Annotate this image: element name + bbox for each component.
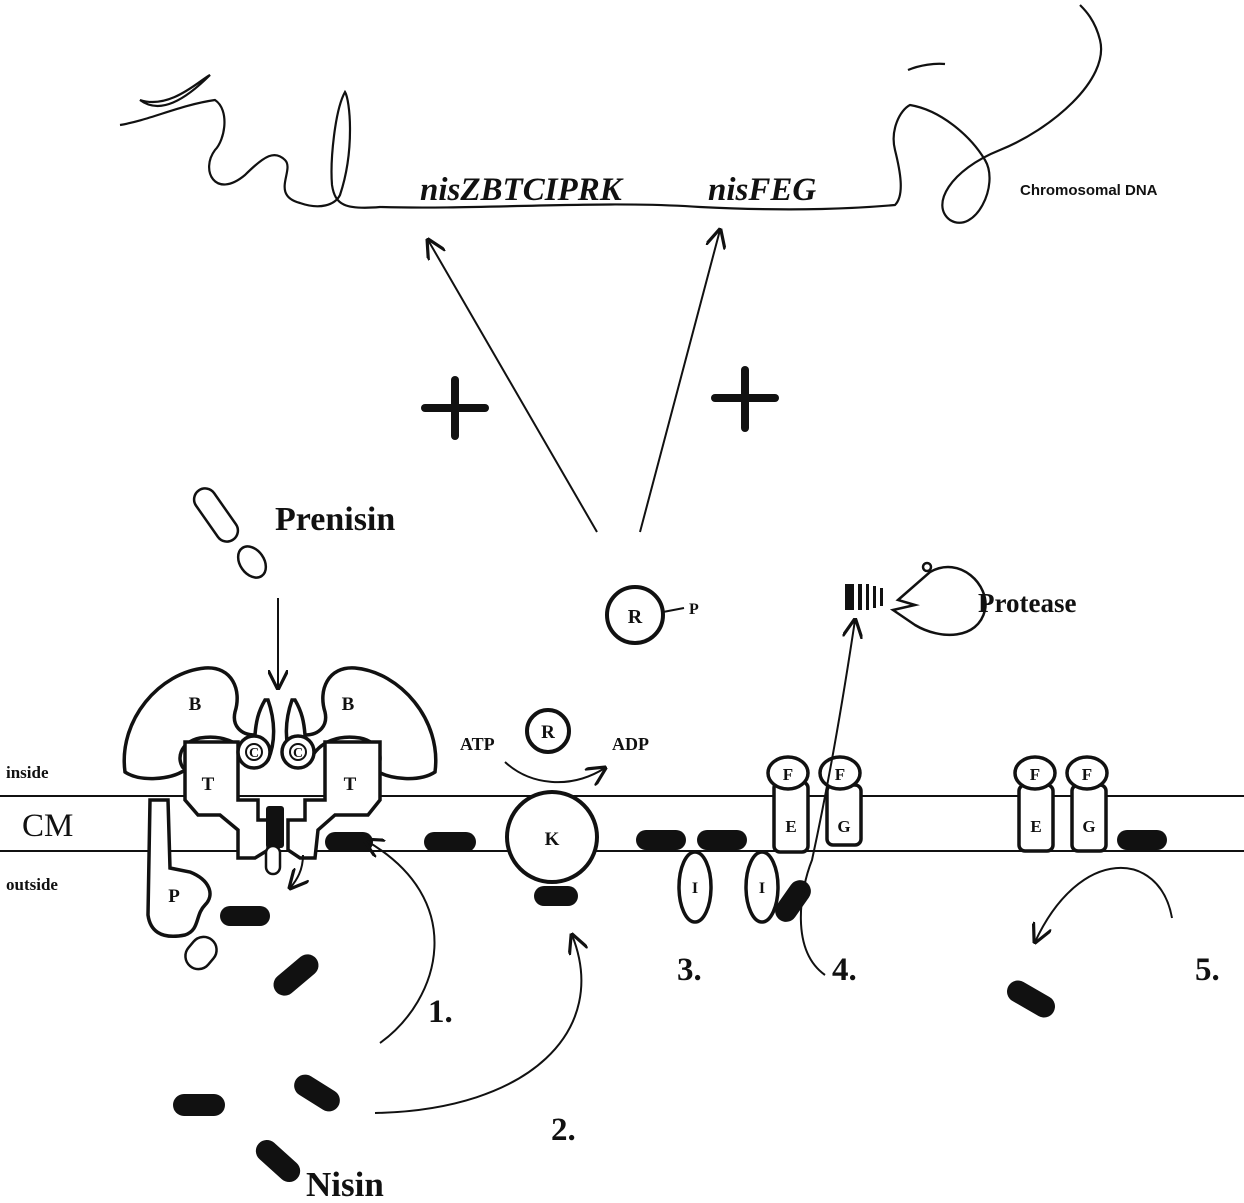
nisk: K bbox=[507, 792, 597, 882]
step-1-arrow bbox=[365, 840, 435, 1043]
svg-text:B: B bbox=[189, 694, 202, 715]
phosphorylation-arrow bbox=[505, 762, 605, 782]
chromosomal-dna-label: Chromosomal DNA bbox=[1020, 182, 1158, 199]
step-3-label: 3. bbox=[677, 952, 702, 988]
prenisin-in-channel bbox=[266, 806, 284, 874]
svg-text:T: T bbox=[344, 774, 357, 795]
nisg-2: G bbox=[1072, 785, 1106, 851]
svg-text:G: G bbox=[1082, 817, 1095, 836]
phosphate-label: P bbox=[689, 601, 699, 618]
activation-arrow-right bbox=[640, 230, 720, 532]
svg-text:F: F bbox=[1082, 765, 1092, 784]
svg-text:F: F bbox=[783, 765, 793, 784]
svg-text:P: P bbox=[168, 886, 180, 907]
degraded-nisin-icon bbox=[845, 584, 883, 610]
nisp: P bbox=[148, 800, 210, 936]
prenisin-icon bbox=[190, 484, 272, 583]
export-arrow bbox=[290, 855, 303, 888]
svg-text:C: C bbox=[249, 746, 259, 761]
inside-label: inside bbox=[6, 763, 49, 782]
protease-icon bbox=[893, 563, 986, 635]
nise-1: E bbox=[774, 782, 808, 852]
phosphorylated-regulator-r: R P bbox=[607, 587, 699, 643]
nisf-2a: F bbox=[1015, 757, 1055, 789]
svg-text:B: B bbox=[342, 694, 355, 715]
operon-1-label: nisZBTCIPRK bbox=[420, 172, 624, 208]
step-5-label: 5. bbox=[1195, 952, 1220, 988]
nisi-2: I bbox=[746, 852, 778, 922]
nisc-right: C bbox=[282, 736, 314, 768]
protease-label: Protease bbox=[978, 588, 1076, 618]
nise-2: E bbox=[1019, 785, 1053, 851]
step-2-label: 2. bbox=[551, 1112, 576, 1148]
outside-label: outside bbox=[6, 875, 58, 894]
adp-label: ADP bbox=[612, 734, 649, 754]
plus-sign-right bbox=[715, 370, 775, 428]
nisg-1: G bbox=[827, 785, 861, 845]
atp-label: ATP bbox=[460, 734, 495, 754]
svg-text:R: R bbox=[628, 606, 643, 628]
svg-text:F: F bbox=[1030, 765, 1040, 784]
step-1-label: 1. bbox=[428, 994, 453, 1030]
nisi-1: I bbox=[679, 852, 711, 922]
plus-sign-left bbox=[425, 380, 485, 436]
svg-text:T: T bbox=[202, 774, 215, 795]
svg-text:I: I bbox=[692, 880, 698, 897]
nisf-1b: F bbox=[820, 757, 860, 789]
nisin-label: Nisin bbox=[306, 1165, 384, 1203]
svg-text:E: E bbox=[785, 817, 796, 836]
nisc-left: C bbox=[238, 736, 270, 768]
nisf-1a: F bbox=[768, 757, 808, 789]
svg-text:E: E bbox=[1030, 817, 1041, 836]
step-4-label: 4. bbox=[832, 952, 857, 988]
cm-label: CM bbox=[22, 808, 73, 844]
nisf-2b: F bbox=[1067, 757, 1107, 789]
svg-text:G: G bbox=[837, 817, 850, 836]
nisr: R bbox=[527, 710, 569, 752]
step-5-arrow bbox=[1035, 868, 1172, 942]
svg-text:R: R bbox=[541, 722, 555, 743]
leader-peptide bbox=[180, 932, 222, 975]
prenisin-label: Prenisin bbox=[275, 501, 395, 538]
operon-2-label: nisFEG bbox=[708, 172, 816, 208]
svg-text:K: K bbox=[545, 829, 560, 850]
svg-text:I: I bbox=[759, 880, 765, 897]
svg-text:F: F bbox=[835, 765, 845, 784]
step-2-arrow bbox=[375, 935, 581, 1113]
nisin-molecules bbox=[173, 830, 1167, 1187]
svg-text:C: C bbox=[293, 746, 303, 761]
